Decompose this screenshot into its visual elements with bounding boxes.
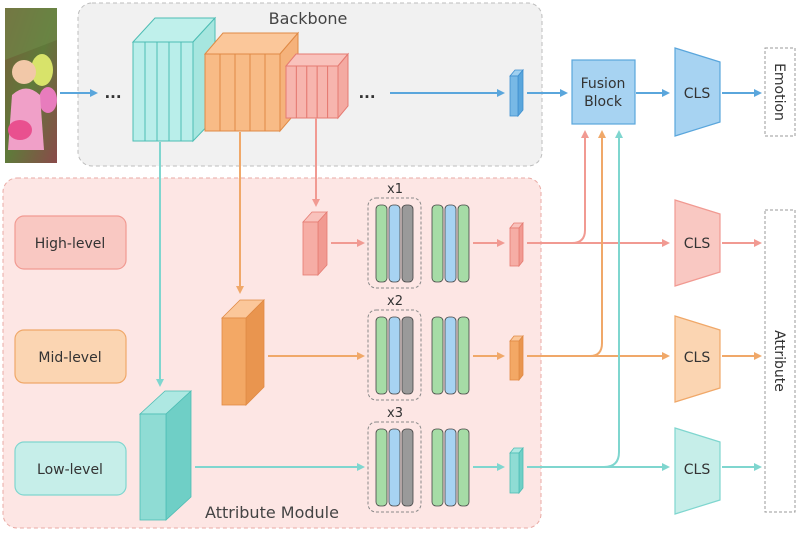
fusion-block-line1: Fusion xyxy=(581,76,626,92)
emotion-output-box xyxy=(764,47,796,137)
input-photo xyxy=(5,8,57,163)
mid-level-box xyxy=(14,329,127,384)
low-level-label: Low-level xyxy=(37,462,103,478)
emotion-cls-label: CLS xyxy=(684,86,711,102)
mid-feature-map xyxy=(221,299,265,406)
backbone-block-high xyxy=(284,52,350,120)
high-level-box xyxy=(14,215,127,270)
mid-cls-head xyxy=(674,315,721,403)
mid-cls-label: CLS xyxy=(684,350,711,366)
high-to-fusion-arrow xyxy=(530,130,589,244)
backbone-block-low xyxy=(131,16,217,143)
backbone-feature-vector xyxy=(509,68,524,118)
backbone-ellipsis-right: ... xyxy=(358,84,375,102)
backbone-ellipsis-left: ... xyxy=(104,84,121,102)
attribute-output-label: Attribute xyxy=(771,330,787,392)
high-repeat-label: x1 xyxy=(387,182,403,197)
high-feature-vector xyxy=(509,221,524,268)
low-repeat-label: x3 xyxy=(387,406,403,421)
mid-attention-block xyxy=(367,309,422,401)
fusion-block-line2: Block xyxy=(584,94,623,110)
high-projection-block xyxy=(431,204,470,283)
high-cls-label: CLS xyxy=(684,236,711,252)
high-level-label: High-level xyxy=(35,236,106,252)
high-attention-block xyxy=(367,197,422,289)
high-cls-head xyxy=(674,199,721,287)
mid-level-label: Mid-level xyxy=(38,350,101,366)
attribute-module-title: Attribute Module xyxy=(205,503,339,522)
low-projection-block xyxy=(431,428,470,507)
mid-projection-block xyxy=(431,316,470,395)
emotion-cls-head xyxy=(674,47,721,137)
low-cls-head xyxy=(674,427,721,515)
mid-repeat-label: x2 xyxy=(387,294,403,309)
low-feature-map xyxy=(138,390,193,521)
low-feature-vector xyxy=(509,446,524,495)
high-feature-map xyxy=(302,210,328,277)
attribute-output-box xyxy=(764,209,796,513)
emotion-output-label: Emotion xyxy=(771,63,787,121)
mid-feature-vector xyxy=(509,334,524,382)
fusion-block xyxy=(571,59,636,125)
low-attention-block xyxy=(367,421,422,513)
backbone-title: Backbone xyxy=(269,9,348,28)
low-level-box xyxy=(14,441,127,496)
low-to-fusion-arrow xyxy=(530,130,623,468)
backbone-block-mid xyxy=(203,31,300,133)
low-cls-label: CLS xyxy=(684,462,711,478)
mid-to-fusion-arrow xyxy=(530,130,606,357)
